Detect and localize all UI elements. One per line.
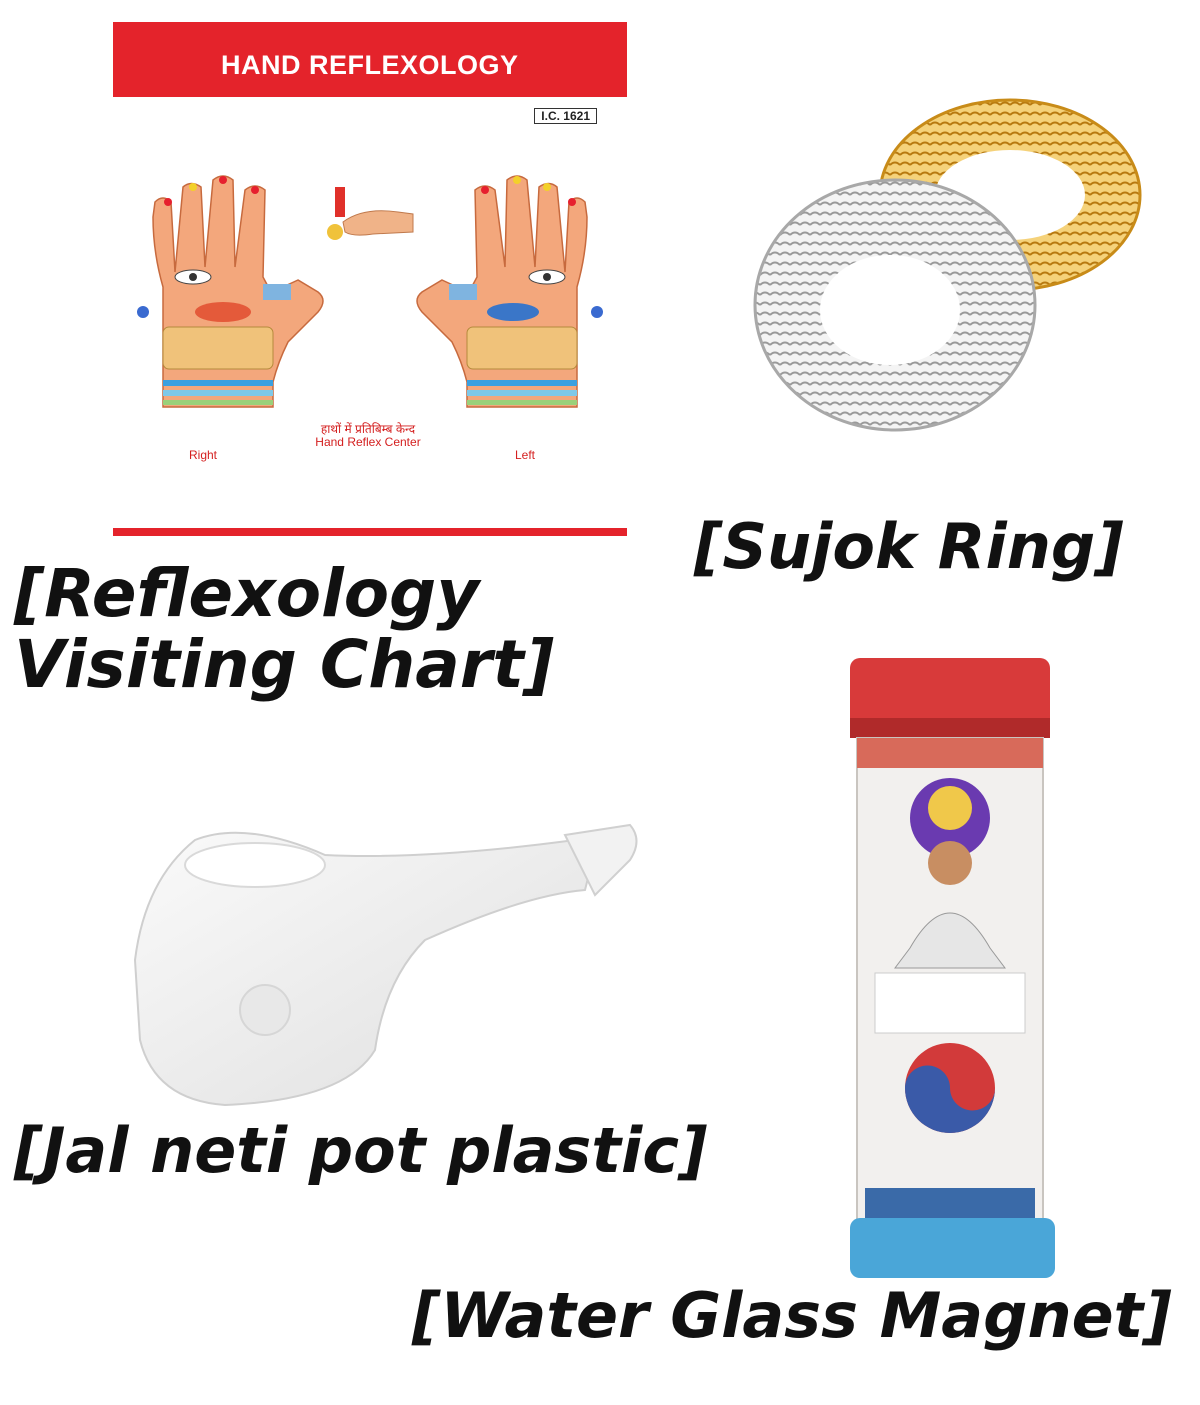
right-hand-label: Right (189, 448, 218, 462)
chart-code: I.C. 1621 (534, 108, 597, 124)
reflexology-caption-line2: Visiting Chart] (14, 626, 555, 704)
left-hand-label: Left (515, 448, 536, 462)
water-glass-magnet-image (850, 658, 1055, 1278)
sujok-ring-caption: [Sujok Ring] (694, 510, 1124, 583)
chart-bottom-border (113, 528, 627, 536)
neti-pot-image (133, 823, 638, 1107)
sujok-ring-image (753, 98, 1142, 432)
reflexology-caption: [Reflexology Visiting Chart] (14, 558, 554, 701)
reflexology-chart-image: HAND REFLEXOLOGY I.C. 1621 (113, 22, 627, 536)
reflexology-caption-line1: [Reflexology (14, 555, 480, 632)
chart-title-band: HAND REFLEXOLOGY (113, 22, 627, 97)
chart-subtitle: Hand Reflex Center (315, 435, 421, 449)
hands-illustration (137, 175, 603, 408)
left-hand-drawing (416, 175, 603, 408)
hindi-title: हाथों में प्रतिबिम्ब केन्द (320, 422, 416, 436)
hand-with-roller-drawing (327, 187, 414, 240)
right-hand-drawing (137, 175, 324, 408)
neti-pot-caption: [Jal neti pot plastic] (14, 1114, 708, 1187)
water-glass-magnet-caption: [Water Glass Magnet] (412, 1279, 1172, 1352)
chart-title: HAND REFLEXOLOGY (221, 50, 519, 80)
